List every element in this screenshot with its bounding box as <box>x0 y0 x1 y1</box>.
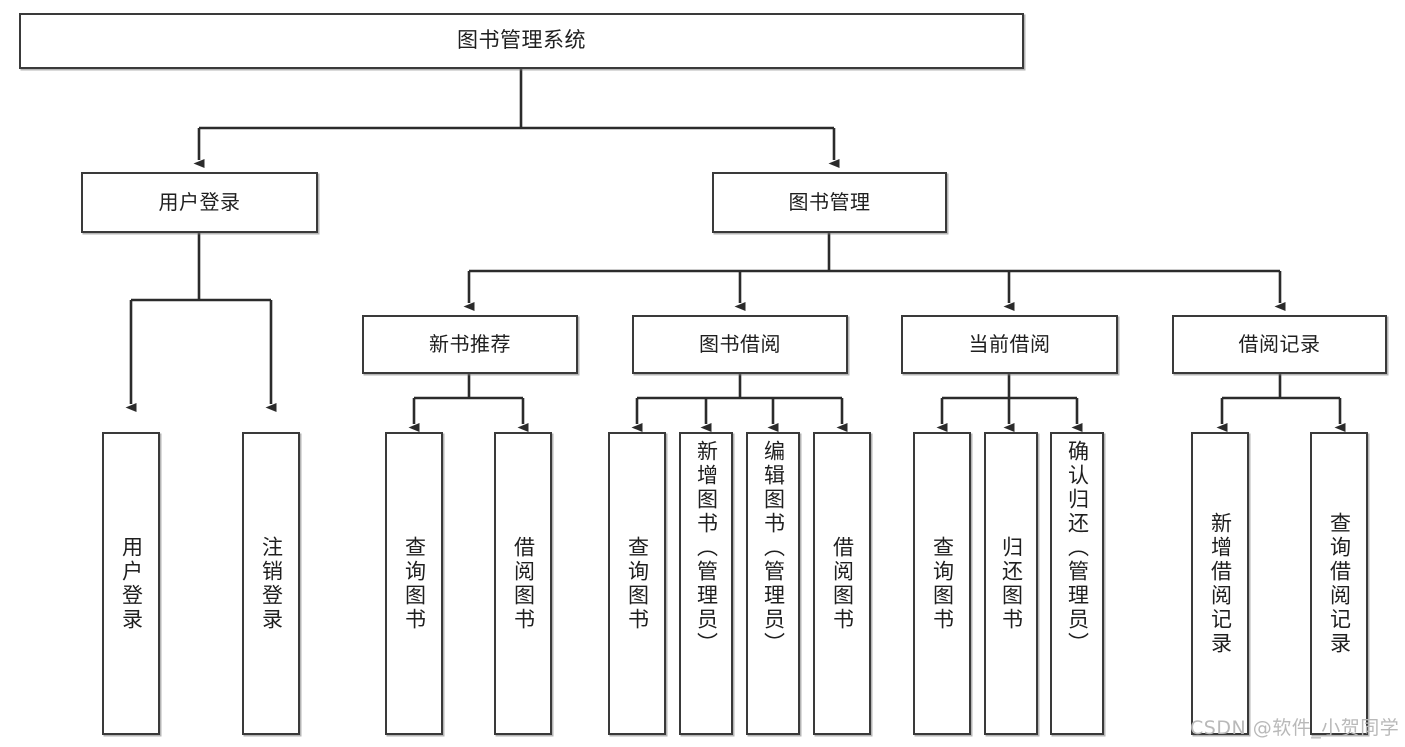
csdn-watermark: CSDN @软件_小贺同学 <box>1190 717 1400 739</box>
node-leaf-add-book-admin[interactable]: 新增图书（管理员） <box>679 432 733 735</box>
leaf-text-wrap: 注销登录 <box>244 434 298 733</box>
leaf-text-wrap: 查询图书 <box>387 434 441 733</box>
node-label: 查询图书 <box>930 535 955 632</box>
node-label: 新增图书（管理员） <box>694 440 719 656</box>
node-label: 查询图书 <box>402 535 427 632</box>
node-label: 借阅图书 <box>511 535 536 632</box>
node-label: 新书推荐 <box>429 332 511 357</box>
leaf-text-wrap: 确认归还（管理员） <box>1052 434 1102 739</box>
node-label: 图书管理系统 <box>457 28 586 53</box>
node-leaf-borrow-book[interactable]: 借阅图书 <box>813 432 871 735</box>
node-label: 当前借阅 <box>968 332 1051 357</box>
node-label: 借阅记录 <box>1238 332 1321 357</box>
node-leaf-borrow-book-recommend[interactable]: 借阅图书 <box>494 432 552 735</box>
node-leaf-return-book[interactable]: 归还图书 <box>984 432 1038 735</box>
node-label: 查询图书 <box>625 535 650 632</box>
node-label: 用户登录 <box>119 535 144 632</box>
node-label: 注销登录 <box>259 535 284 632</box>
node-label: 编辑图书（管理员） <box>761 440 786 656</box>
node-label: 借阅图书 <box>830 535 855 632</box>
leaf-text-wrap: 用户登录 <box>104 434 158 733</box>
node-current-borrow[interactable]: 当前借阅 <box>901 315 1118 374</box>
node-borrow-record[interactable]: 借阅记录 <box>1172 315 1387 374</box>
node-leaf-add-borrow-record[interactable]: 新增借阅记录 <box>1191 432 1249 735</box>
node-label: 归还图书 <box>999 535 1024 632</box>
node-book-borrow[interactable]: 图书借阅 <box>632 315 848 374</box>
node-leaf-query-book-recommend[interactable]: 查询图书 <box>385 432 443 735</box>
leaf-text-wrap: 新增借阅记录 <box>1193 434 1247 733</box>
node-book-management-system[interactable]: 图书管理系统 <box>19 13 1024 69</box>
node-leaf-query-borrow-record[interactable]: 查询借阅记录 <box>1310 432 1368 735</box>
node-label: 查询借阅记录 <box>1327 511 1352 656</box>
leaf-text-wrap: 归还图书 <box>986 434 1036 733</box>
node-leaf-user-login[interactable]: 用户登录 <box>102 432 160 735</box>
leaf-text-wrap: 新增图书（管理员） <box>681 434 731 739</box>
node-leaf-logout[interactable]: 注销登录 <box>242 432 300 735</box>
node-label: 图书管理 <box>788 190 871 215</box>
node-book-management[interactable]: 图书管理 <box>712 172 947 233</box>
leaf-text-wrap: 查询图书 <box>610 434 664 733</box>
leaf-text-wrap: 借阅图书 <box>496 434 550 733</box>
node-user-login[interactable]: 用户登录 <box>81 172 318 233</box>
node-label: 新增借阅记录 <box>1208 511 1233 656</box>
node-leaf-query-book-borrow[interactable]: 查询图书 <box>608 432 666 735</box>
node-new-book-recommend[interactable]: 新书推荐 <box>362 315 578 374</box>
node-leaf-query-book-current[interactable]: 查询图书 <box>913 432 971 735</box>
leaf-text-wrap: 查询图书 <box>915 434 969 733</box>
node-label: 图书借阅 <box>699 332 781 357</box>
node-leaf-confirm-return-admin[interactable]: 确认归还（管理员） <box>1050 432 1104 735</box>
node-leaf-edit-book-admin[interactable]: 编辑图书（管理员） <box>746 432 800 735</box>
leaf-text-wrap: 编辑图书（管理员） <box>748 434 798 739</box>
node-label: 用户登录 <box>158 190 241 215</box>
node-label: 确认归还（管理员） <box>1065 440 1090 656</box>
leaf-text-wrap: 查询借阅记录 <box>1312 434 1366 733</box>
leaf-text-wrap: 借阅图书 <box>815 434 869 733</box>
